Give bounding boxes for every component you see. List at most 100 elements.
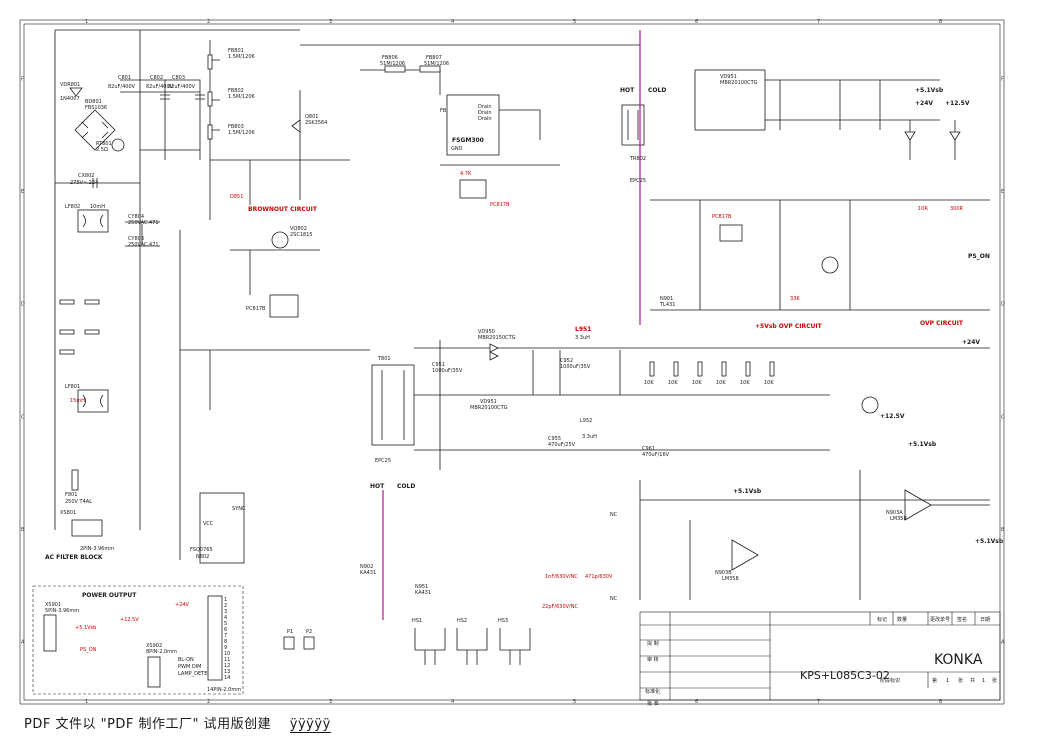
ic-fsq0765 <box>199 492 245 564</box>
fb803-value: 1.5M/1206 <box>228 130 255 136</box>
vd950-value: MBR20150CTG <box>478 335 516 341</box>
opamp-n903a-value: LM358 <box>890 516 907 522</box>
column-ref-bottom: 1 <box>85 699 88 705</box>
rail-5vsb-lower2-label: +5.1Vsb <box>733 488 762 495</box>
watermark-text: PDF 文件以 "PDF 制作工厂" 试用版创建 <box>24 717 272 732</box>
column-ref-bottom: 6 <box>695 699 698 705</box>
vsb-ovp-label: +5Vsb OVP CIRCUIT <box>755 323 823 330</box>
hot-label-mid: HOT <box>370 483 385 490</box>
ic-fsgm300-part: FSGM300 <box>452 137 484 144</box>
opto-right-ref: PC817B <box>712 214 732 220</box>
row-ref-left: B <box>21 527 25 533</box>
bridge-rectifier-symbol <box>74 109 116 151</box>
vdr-value: 1N4007 <box>60 96 80 102</box>
filter-resistor <box>59 329 75 335</box>
hs2-label: HS2 <box>457 618 467 624</box>
red-res-2: 10R <box>918 206 928 212</box>
connector-pin-number: 2 <box>224 603 227 609</box>
column-ref-bottom: 7 <box>817 699 820 705</box>
row-ref-right: C <box>1001 414 1005 420</box>
title-block: 标记 数量 更改单号 签名 日期 拟 制 审 核 标准化 批 准 KPS+L08… <box>639 611 1001 707</box>
dummy-load-resistor <box>649 361 655 377</box>
column-ref-top: 4 <box>451 19 454 25</box>
column-ref-bottom: 5 <box>573 699 576 705</box>
optocoupler-pc817b-mid <box>459 179 487 199</box>
row-ref-left: D <box>21 302 25 308</box>
connector-pin-number: 9 <box>224 645 227 651</box>
ic-fsq0765-vcc: VCC <box>203 521 214 527</box>
sheet-info-cell: 第 <box>932 677 937 684</box>
c802-ref: C802 <box>150 75 163 81</box>
l952-ref: L952 <box>580 418 592 424</box>
bd801-value: FBS1036 <box>85 105 107 111</box>
brownout-label: BROWNOUT CIRCUIT <box>248 206 318 213</box>
fb801-value: 1.5M/1206 <box>228 54 255 60</box>
xs901-ref: XS901 <box>45 602 61 608</box>
c951-value: 1000uF/35V <box>432 368 463 374</box>
rail-24v-mid-label: +24V <box>962 339 980 346</box>
connector-pin-number: 12 <box>224 663 230 669</box>
test-point-p2 <box>303 636 315 650</box>
dummy-load-resistor <box>769 361 775 377</box>
row-label-review: 审 核 <box>647 656 659 663</box>
rail-12v-out-label: +12.5V <box>120 617 139 623</box>
sheet-info-cell: 张 <box>958 677 963 684</box>
dummy-load-resistor-value: 10K <box>740 380 750 386</box>
cy804-value: 250VAC.471 <box>128 220 159 226</box>
opamp-n903b <box>731 539 759 571</box>
c961-value: 470uF/16V <box>642 452 670 458</box>
ic-fsgm300-drain3: Drain <box>478 116 492 122</box>
signal-pwm-dim: PWM DIM <box>178 664 202 670</box>
common-mode-choke-2 <box>77 389 109 413</box>
cx802-value: 275V~.224 <box>70 180 98 186</box>
row-ref-left: C <box>21 414 25 420</box>
c803-ref: C803 <box>172 75 185 81</box>
c951-ref: C951 <box>432 362 445 368</box>
company-name: KONKA <box>934 652 983 668</box>
filter-resistor <box>59 299 75 305</box>
red-cap-2: 471p/630V <box>585 574 613 580</box>
optocoupler-pc817b-right <box>719 224 743 242</box>
tl431-b-value: KA431 <box>360 570 376 576</box>
cold-label-mid: COLD <box>397 483 415 490</box>
sheet-info-cell: 张 <box>992 677 997 684</box>
row-label-standard: 标准化 <box>645 688 660 695</box>
tl431-c-ref: N951 <box>415 584 428 590</box>
heatsink-hs3 <box>499 628 531 665</box>
sheet-outer-border <box>19 19 1005 705</box>
dummy-load-resistor-value: 10K <box>668 380 678 386</box>
secondary-diode-ref: VD951 <box>720 74 737 80</box>
standby-transformer: TR802 HOT COLD EPC25 VD951 MBR20100CTG +… <box>620 30 970 325</box>
fb801-ref: FB801 <box>228 48 244 54</box>
connector-pin-number: 5 <box>224 621 227 627</box>
column-ref-bottom: 3 <box>329 699 332 705</box>
watermark-link[interactable]: ÿÿÿÿÿ <box>289 717 331 733</box>
epc25-mid: EPC25 <box>375 458 391 464</box>
ovp-transistor <box>821 256 839 274</box>
rail-24v-out-label: +24V <box>175 602 190 608</box>
bd801-ref: BD801 <box>85 99 102 105</box>
power-output-block: POWER OUTPUT XS901 5PIN-3.96mm +12.5V +5… <box>32 585 244 695</box>
xs903-value: 14PIN-2.0mm <box>207 687 241 693</box>
cold-label-top: COLD <box>648 87 666 94</box>
tl431-c-value: KA431 <box>415 590 431 596</box>
hs3-label: HS3 <box>498 618 508 624</box>
row-ref-right: A <box>1001 640 1005 646</box>
rev-header-3: 更改单号 <box>930 616 950 623</box>
row-ref-right: D <box>1001 302 1005 308</box>
opamp-n903a-ref: N903A <box>886 510 903 516</box>
ic-fsgm300-gnd-pin: GND <box>451 146 463 152</box>
sheet-border <box>23 23 1001 701</box>
connector-xs901 <box>43 614 57 652</box>
dummy-load-resistor-value: 10K <box>692 380 702 386</box>
hot-label-top: HOT <box>620 87 635 94</box>
opamp-n903b-value: LM358 <box>722 576 739 582</box>
secondary-diode-value: MBR20100CTG <box>720 80 758 86</box>
row-label-approve: 批 准 <box>647 700 659 707</box>
fuse-ref: F801 <box>65 492 77 498</box>
connector-pin-number: 7 <box>224 633 227 639</box>
test-points: P1 P2 <box>283 629 315 650</box>
ic-fsgm300-fb-pin: FB <box>440 108 447 114</box>
row-ref-left: A <box>21 640 25 646</box>
